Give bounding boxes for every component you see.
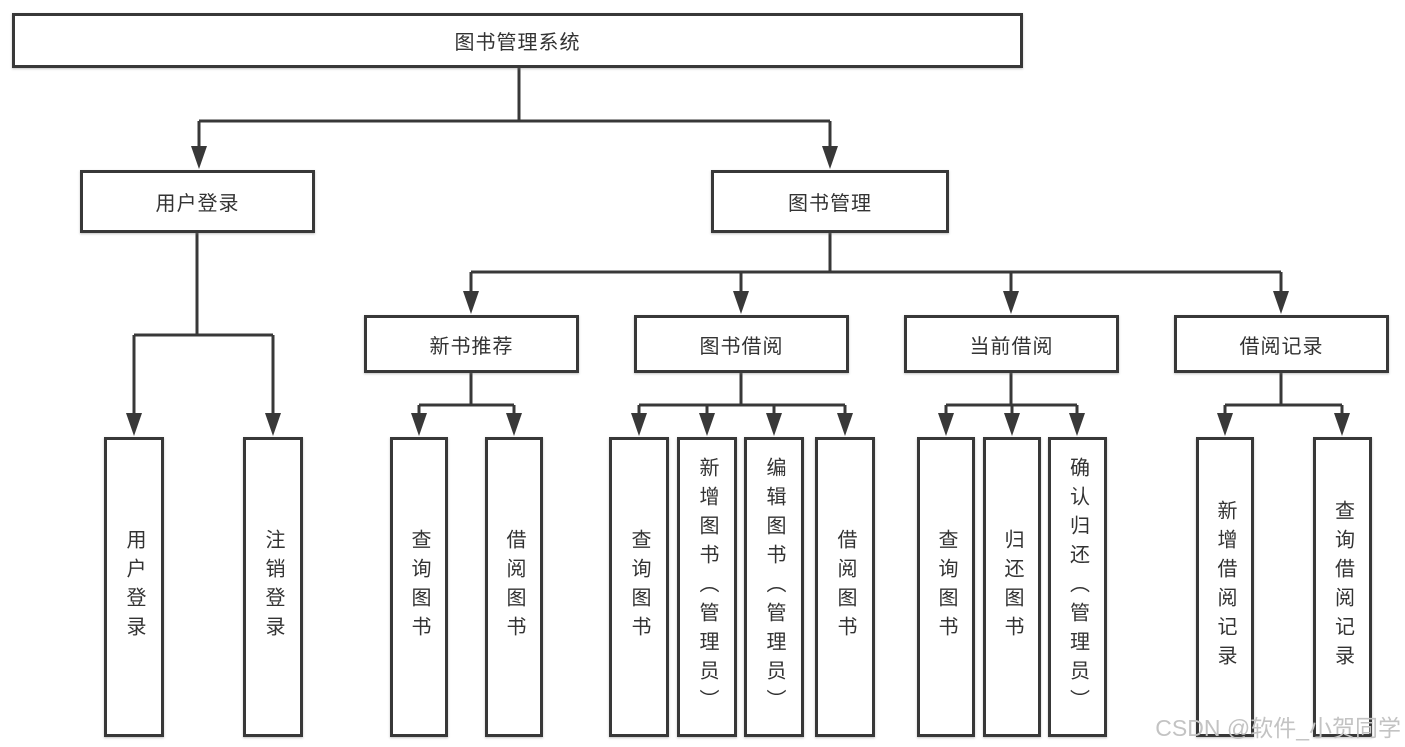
node-label: 图书借阅 [699, 335, 784, 358]
arrowhead [265, 413, 281, 436]
node-new-book-recommend: 新书推荐 [364, 315, 579, 373]
arrowhead [822, 146, 838, 169]
arrowhead [938, 413, 954, 436]
leaf-query-borrow-record: 查询借阅记录 [1313, 437, 1372, 737]
node-label: 借阅记录 [1239, 335, 1324, 358]
leaf-query-books-borrowing: 查询图书 [609, 437, 669, 737]
arrowhead [1003, 291, 1019, 314]
leaf-add-borrow-record: 新增借阅记录 [1196, 437, 1254, 737]
arrowhead [1004, 413, 1020, 436]
leaf-borrow-books-borrowing: 借阅图书 [815, 437, 875, 737]
arrowhead [1217, 413, 1233, 436]
node-current-borrowing: 当前借阅 [904, 315, 1119, 373]
connector-current-borrowing-to-leaves [938, 373, 1085, 436]
node-book-management: 图书管理 [711, 170, 949, 233]
leaf-return-books: 归还图书 [983, 437, 1041, 737]
arrowhead [837, 413, 853, 436]
leaf-edit-books-admin: 编辑图书（管理员） [744, 437, 804, 737]
node-label: 当前借阅 [969, 335, 1054, 358]
arrowhead [1069, 413, 1085, 436]
node-label: 编辑图书（管理员） [763, 456, 785, 718]
connector-borrowing-records-to-leaves [1217, 373, 1350, 436]
arrowhead [631, 413, 647, 436]
node-label: 确认归还（管理员） [1066, 456, 1089, 718]
node-label: 新增图书（管理员） [696, 456, 718, 718]
connector-new-book-recommend-to-leaves [411, 373, 522, 436]
node-label: 归还图书 [1001, 529, 1023, 645]
arrowhead [463, 291, 479, 314]
leaf-user-login: 用户登录 [104, 437, 164, 737]
connector-book-management-to-level3 [463, 233, 1289, 314]
connector-book-borrowing-to-leaves [631, 373, 853, 436]
node-label: 查询图书 [628, 529, 650, 645]
arrowhead [411, 413, 427, 436]
node-label: 新增借阅记录 [1214, 500, 1236, 674]
arrowhead [699, 413, 715, 436]
arrowhead [766, 413, 782, 436]
node-label: 查询图书 [935, 529, 957, 645]
arrowhead [1334, 413, 1350, 436]
node-label: 借阅图书 [503, 529, 525, 645]
connector-root-to-level2 [191, 68, 838, 169]
arrowhead [506, 413, 522, 436]
connector-user-login-to-leaves [126, 233, 281, 436]
arrowhead [1273, 291, 1289, 314]
node-book-borrowing: 图书借阅 [634, 315, 849, 373]
arrowhead [191, 146, 207, 169]
leaf-logout: 注销登录 [243, 437, 303, 737]
node-label: 图书管理 [788, 193, 872, 215]
node-label: 图书管理系统 [454, 32, 581, 54]
node-label: 查询图书 [408, 529, 430, 645]
leaf-query-books-recommend: 查询图书 [390, 437, 448, 737]
node-label: 查询借阅记录 [1331, 500, 1354, 674]
leaf-confirm-return-admin: 确认归还（管理员） [1048, 437, 1107, 737]
node-library-management-system: 图书管理系统 [12, 13, 1023, 68]
leaf-borrow-books-recommend: 借阅图书 [485, 437, 543, 737]
node-borrowing-records: 借阅记录 [1174, 315, 1389, 373]
csdn-watermark: CSDN @软件_小贺同学 [1155, 715, 1401, 741]
node-label: 用户登录 [123, 529, 145, 645]
node-user-login: 用户登录 [80, 170, 315, 233]
node-label: 注销登录 [262, 529, 284, 645]
arrowhead [126, 413, 142, 436]
arrowhead [733, 291, 749, 314]
node-label: 借阅图书 [834, 529, 856, 645]
node-label: 用户登录 [155, 193, 240, 215]
node-label: 新书推荐 [429, 335, 514, 358]
leaf-query-books-current: 查询图书 [917, 437, 975, 737]
leaf-add-books-admin: 新增图书（管理员） [677, 437, 737, 737]
